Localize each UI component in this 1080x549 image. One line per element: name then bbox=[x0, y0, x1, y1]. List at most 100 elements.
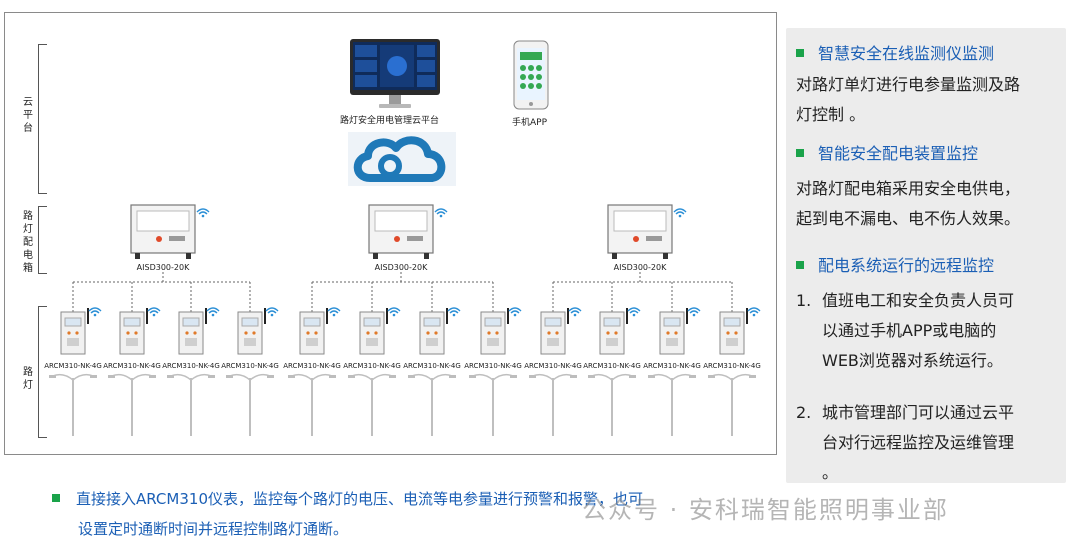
meter-model: ARCM310-NK-4G bbox=[643, 362, 701, 370]
meter-led bbox=[126, 331, 130, 335]
item2-line3: 。 bbox=[822, 463, 839, 482]
description-panel bbox=[786, 28, 1066, 483]
meter-led bbox=[374, 331, 378, 335]
meter-model: ARCM310-NK-4G bbox=[343, 362, 401, 370]
meter-terminal bbox=[487, 338, 499, 346]
meter-led bbox=[244, 331, 248, 335]
tier-label-lamp: 路灯 bbox=[23, 367, 33, 391]
meter-terminal bbox=[726, 338, 738, 346]
distribution-box-model: AISD300-20K bbox=[375, 263, 428, 272]
section2-line1: 对路灯配电箱采用安全电供电， bbox=[796, 179, 1021, 198]
bullet-square-icon bbox=[796, 260, 804, 269]
meter-led bbox=[306, 331, 310, 335]
item2-line1: 城市管理部门可以通过云平 bbox=[822, 403, 1015, 422]
wifi-icon bbox=[206, 307, 220, 317]
meter-led bbox=[366, 331, 370, 335]
tier-bracket-lamp bbox=[38, 306, 47, 438]
lamp-head bbox=[267, 375, 274, 378]
meter-led bbox=[67, 331, 71, 335]
section1-line2: 灯控制 。 bbox=[796, 105, 866, 124]
wifi-icon bbox=[508, 307, 522, 317]
wifi-icon bbox=[88, 307, 102, 317]
meter-model: ARCM310-NK-4G bbox=[283, 362, 341, 370]
meter-terminal bbox=[244, 338, 256, 346]
lamp-head bbox=[529, 375, 536, 378]
wifi-icon bbox=[673, 208, 687, 218]
lamp-head bbox=[510, 375, 517, 378]
smart-meter-screen bbox=[64, 317, 82, 327]
wifi-icon bbox=[327, 307, 341, 317]
wifi-icon bbox=[196, 208, 210, 218]
smart-meter-screen bbox=[663, 317, 681, 327]
meter-led bbox=[666, 331, 670, 335]
meter-terminal bbox=[666, 338, 678, 346]
meter-led bbox=[726, 331, 730, 335]
lamp-head bbox=[348, 375, 355, 378]
lamp-head bbox=[226, 375, 233, 378]
section2-title: 智能安全配电装置监控 bbox=[818, 144, 979, 163]
meter-led bbox=[487, 331, 491, 335]
section2-line2: 起到电不漏电、电不伤人效果。 bbox=[796, 209, 1021, 228]
section3-item2: 2. 城市管理部门可以通过云平 台对行远程监控及运维管理 。 bbox=[796, 398, 1014, 488]
meter-led bbox=[426, 331, 430, 335]
mobile-app-label: 手机APP bbox=[512, 118, 548, 128]
distribution-box-panel bbox=[613, 210, 667, 232]
tier-bracket-cloud bbox=[38, 44, 47, 194]
lamp-head bbox=[570, 375, 577, 378]
distribution-box-panel bbox=[136, 210, 190, 232]
lamp-head bbox=[167, 375, 174, 378]
lamp-head bbox=[208, 375, 215, 378]
lamp-head bbox=[469, 375, 476, 378]
meter-led bbox=[134, 331, 138, 335]
lamp-head bbox=[708, 375, 715, 378]
meter-terminal bbox=[426, 338, 438, 346]
meter-led bbox=[314, 331, 318, 335]
meter-led bbox=[434, 331, 438, 335]
bullet-square-icon bbox=[796, 48, 804, 57]
smart-meter-screen bbox=[723, 317, 741, 327]
bottom-note: 直接接入ARCM310仪表，监控每个路灯的电压、电流等电参量进行预警和报警，也可… bbox=[52, 484, 792, 544]
meter-terminal bbox=[185, 338, 197, 346]
indicator-light bbox=[394, 236, 400, 242]
cloud-platform-label: 路灯安全用电管理云平台 bbox=[340, 116, 440, 126]
cloud-icon bbox=[348, 132, 456, 186]
meter-terminal bbox=[547, 338, 559, 346]
distribution-box-foot bbox=[612, 253, 617, 259]
section2-heading: 智能安全配电装置监控 bbox=[796, 140, 978, 164]
meter-model: ARCM310-NK-4G bbox=[44, 362, 102, 370]
meter-led bbox=[495, 331, 499, 335]
lamp-head bbox=[288, 375, 295, 378]
meter-led bbox=[547, 331, 551, 335]
tier-bracket-cabinet bbox=[38, 206, 47, 274]
smart-meter-screen bbox=[363, 317, 381, 327]
smart-meter-screen bbox=[423, 317, 441, 327]
smart-meter-screen bbox=[241, 317, 259, 327]
smart-meter-screen bbox=[123, 317, 141, 327]
meter-model: ARCM310-NK-4G bbox=[524, 362, 582, 370]
smart-meter-screen bbox=[484, 317, 502, 327]
bullet-square-icon bbox=[796, 148, 804, 157]
meter-led bbox=[674, 331, 678, 335]
phone-icon bbox=[513, 40, 549, 110]
meter-model: ARCM310-NK-4G bbox=[583, 362, 641, 370]
item2-number: 2. bbox=[796, 403, 812, 422]
meter-led bbox=[734, 331, 738, 335]
bullet-square-icon bbox=[52, 493, 60, 502]
meter-terminal bbox=[67, 338, 79, 346]
lamp-head bbox=[389, 375, 396, 378]
distribution-box-label-plate bbox=[169, 236, 185, 241]
bottom-note-line2: 设置定时通断时间并远程控制路灯通断。 bbox=[78, 520, 349, 538]
smart-meter-screen bbox=[182, 317, 200, 327]
tier-label-cabinet: 路灯配电箱 bbox=[23, 211, 33, 274]
wifi-icon bbox=[147, 307, 161, 317]
lamp-head bbox=[689, 375, 696, 378]
meter-led bbox=[252, 331, 256, 335]
smart-meter-screen bbox=[603, 317, 621, 327]
distribution-box-foot bbox=[373, 253, 378, 259]
meter-model: ARCM310-NK-4G bbox=[703, 362, 761, 370]
item2-line2: 台对行远程监控及运维管理 bbox=[822, 433, 1015, 452]
lamp-head bbox=[90, 375, 97, 378]
section3-heading: 配电系统运行的远程监控 bbox=[796, 252, 994, 276]
wifi-icon bbox=[687, 307, 701, 317]
